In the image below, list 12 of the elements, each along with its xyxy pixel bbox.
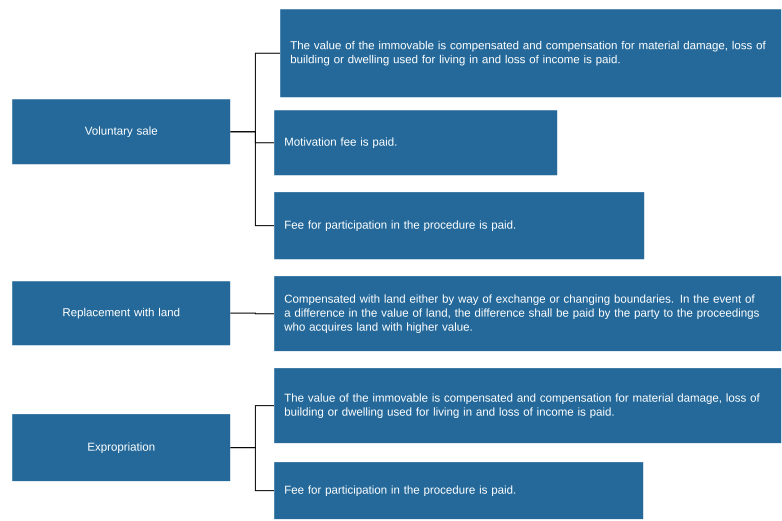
option-box: Voluntary sale: [12, 99, 230, 164]
outcome-box: Fee for participation in the procedure is paid.: [274, 192, 644, 260]
connector-line: [230, 131, 274, 226]
outcome-box: The value of the immovable is compensated and compensation for material damage, loss of building or dwelling used for living in and loss of income is paid.: [274, 368, 782, 444]
outcome-box: Compensated with land either by way of exchange or changing boundaries. In the event of a difference in the value of land, the difference shall be paid by the party to the proceedings who acquires land with higher value.: [274, 276, 782, 352]
outcome-box: The value of the immovable is compensated and compensation for material damage, loss of building or dwelling used for living in and loss of income is paid.: [280, 9, 782, 98]
option-box: Expropriation: [12, 414, 230, 482]
connector-line: [230, 312, 274, 314]
outcome-box: Motivation fee is paid.: [274, 110, 558, 176]
option-box: Replacement with land: [12, 281, 230, 346]
connector-line: [230, 447, 274, 492]
outcome-box: Fee for participation in the procedure is paid.: [274, 462, 644, 520]
